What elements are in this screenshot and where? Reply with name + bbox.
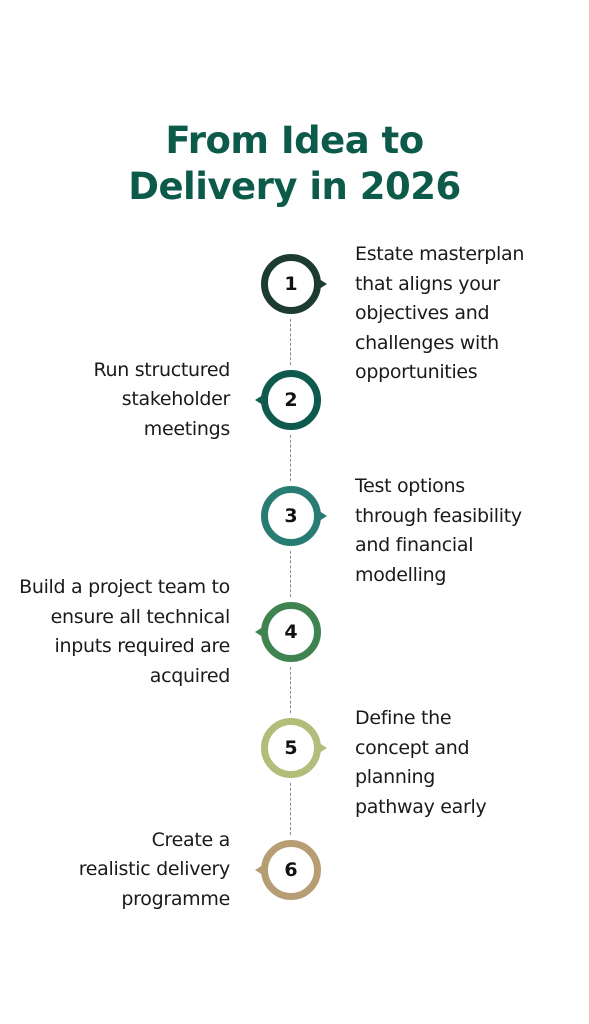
step-text-line: modelling xyxy=(355,563,447,586)
step-text-line: planning xyxy=(355,766,436,788)
step-text-line: Estate masterplan xyxy=(355,243,525,265)
step-text-line: challenges with xyxy=(355,331,499,354)
step-text-4: Build a project team to ensure all techni… xyxy=(19,573,230,691)
step-number: 5 xyxy=(284,737,298,759)
step-marker-5: 5 xyxy=(258,715,327,781)
connector-line xyxy=(290,783,291,835)
step-marker-6: 6 xyxy=(255,837,324,903)
step-text-3: Test options through feasibility and finan… xyxy=(355,472,522,590)
step-circle-icon xyxy=(255,602,321,662)
step-text-1: Estate masterplan that aligns your objecti… xyxy=(355,240,524,388)
step-pointer-icon xyxy=(316,741,327,755)
step-pointer-icon xyxy=(255,393,266,407)
connector-line xyxy=(290,667,291,713)
step-text-line: ensure all technical xyxy=(50,605,231,628)
step-text-line: that aligns your xyxy=(355,272,500,295)
page-title: From Idea to Delivery in 2026 xyxy=(0,118,589,210)
connector-line xyxy=(290,551,291,597)
step-marker-2: 2 xyxy=(255,367,324,433)
step-text-line: and financial xyxy=(355,534,474,556)
step-number: 1 xyxy=(284,273,298,295)
step-marker-1: 1 xyxy=(258,251,327,317)
step-text-line: Build a project team to xyxy=(19,576,230,598)
step-text-line: programme xyxy=(121,887,230,910)
title-line-2: Delivery in 2026 xyxy=(128,165,461,208)
step-text-line: stakeholder xyxy=(121,388,231,411)
connector-line xyxy=(290,435,291,481)
connector-line xyxy=(290,319,291,365)
step-text-line: acquired xyxy=(149,664,231,687)
step-pointer-icon xyxy=(316,509,327,523)
step-text-2: Run structured stakeholder meetings xyxy=(93,356,230,445)
step-number: 4 xyxy=(284,621,298,643)
step-pointer-icon xyxy=(316,277,327,291)
step-circle-icon xyxy=(255,370,321,430)
step-marker-3: 3 xyxy=(258,483,327,549)
step-text-line: realistic delivery xyxy=(78,858,231,881)
step-text-line: objectives and xyxy=(355,302,490,324)
step-text-line: Create a xyxy=(151,828,231,851)
step-text-line: pathway early xyxy=(355,795,487,818)
step-marker-4: 4 xyxy=(255,599,324,665)
title-line-1: From Idea to xyxy=(165,119,424,162)
step-pointer-icon xyxy=(255,863,266,877)
step-circle-icon xyxy=(255,840,321,900)
step-circle-icon xyxy=(261,254,327,314)
step-text-5: Define the concept and planning pathway ear… xyxy=(355,704,487,822)
step-number: 6 xyxy=(284,859,298,881)
step-circle-icon xyxy=(261,486,327,546)
step-text-line: concept and xyxy=(355,736,470,759)
step-text-line: meetings xyxy=(143,417,231,440)
step-pointer-icon xyxy=(255,625,266,639)
step-text-line: Define the xyxy=(355,707,452,729)
step-text-line: Run structured xyxy=(93,358,230,381)
step-text-line: through feasibility xyxy=(355,504,522,527)
step-text-line: Test options xyxy=(355,475,465,497)
step-text-line: opportunities xyxy=(355,361,478,383)
step-circle-icon xyxy=(261,718,327,778)
step-text-line: inputs required are xyxy=(54,635,231,657)
step-text-6: Create a realistic delivery programme xyxy=(78,826,231,915)
step-number: 3 xyxy=(284,505,298,527)
step-number: 2 xyxy=(284,389,298,411)
